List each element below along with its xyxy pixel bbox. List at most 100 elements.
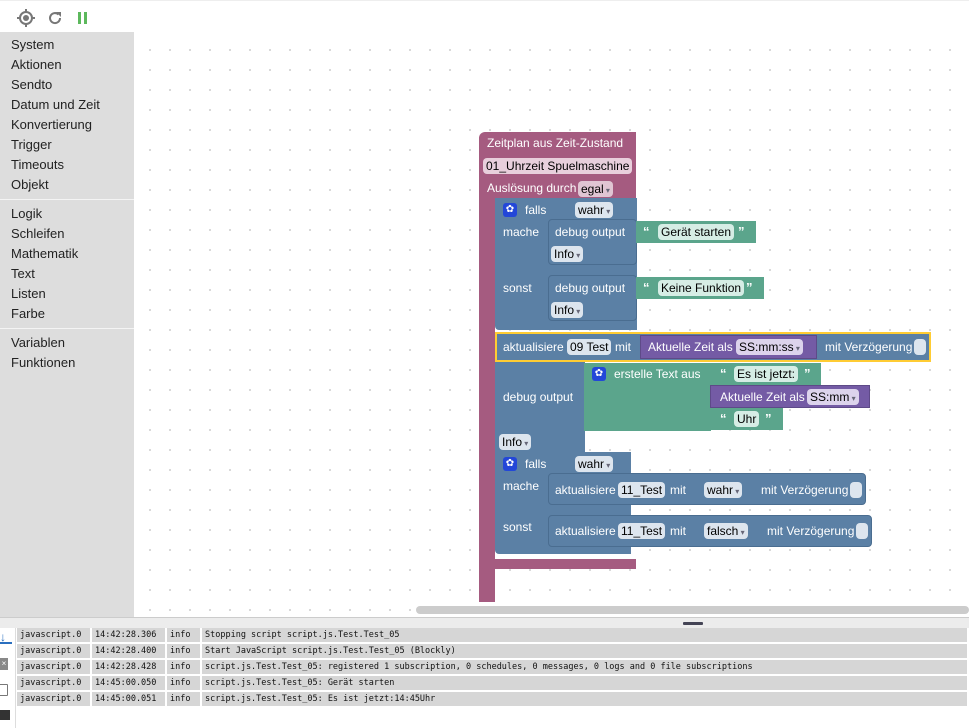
quote-open-icon: “ [643,224,650,239]
current-time-label: Aktuelle Zeit als [720,390,805,404]
gear-icon[interactable]: ✿ [503,203,517,217]
value-dropdown[interactable]: falsch [704,523,748,539]
quote-open-icon: “ [643,280,650,295]
log-row: javascript.0 14:45:00.050 info script.js… [17,676,969,690]
time-format-dropdown[interactable]: SS:mm:ss [736,339,803,355]
debug-output-label: debug output [555,225,626,239]
delay-checkbox[interactable] [914,339,926,355]
splitter-grip-icon[interactable] [683,622,703,625]
log-toolbar: ↓ × [0,628,16,728]
toolbox-category-trigger[interactable]: Trigger [11,137,52,152]
blockly-workspace[interactable]: Zeitplan aus Zeit-Zustand 01_Uhrzeit Spu… [134,32,969,617]
object-field[interactable]: 09 Test [567,339,612,355]
gear-icon[interactable]: ✿ [592,367,606,381]
quote-close-icon: ” [746,280,753,295]
toolbox-separator [0,328,134,329]
do-label: mache [503,225,540,239]
quote-open-icon: “ [720,366,727,381]
toolbox-category-schleifen[interactable]: Schleifen [11,226,65,241]
log-message: script.js.Test.Test_05: registered 1 sub… [202,660,969,674]
schedule-object-field[interactable]: 01_Uhrzeit Spuelmaschine [483,158,633,174]
log-level: info [167,660,202,674]
text-field[interactable]: Es ist jetzt: [734,366,799,382]
pause-icon[interactable] [73,8,93,28]
value-dropdown[interactable]: wahr [704,482,743,498]
refresh-icon[interactable] [45,8,65,28]
delay-checkbox[interactable] [856,523,868,539]
log-time: 14:42:28.400 [92,644,167,658]
update-label: aktualisiere [555,483,616,497]
trigger-label: Auslösung durch [487,181,577,195]
toolbox-category-timeouts[interactable]: Timeouts [11,157,64,172]
debug-level-dropdown[interactable]: Info [499,434,532,450]
log-message: Start JavaScript script.js.Test.Test_05 … [202,644,969,658]
log-message: Stopping script script.js.Test.Test_05 [202,628,969,642]
gear-icon[interactable]: ✿ [503,457,517,471]
debug-level-dropdown[interactable]: Info [551,246,584,262]
quote-close-icon: ” [765,411,772,426]
text-field[interactable]: Keine Funktion [658,280,745,296]
panel-splitter[interactable] [0,617,969,628]
workspace-horizontal-scrollbar[interactable] [416,606,969,614]
toolbox-category-variablen[interactable]: Variablen [11,335,65,350]
update-label: aktualisiere [503,340,564,354]
trigger-dropdown[interactable]: egal [578,181,613,197]
toolbar [0,0,969,32]
log-level: info [167,676,202,690]
log-source: javascript.0 [17,676,92,690]
log-panel: ↓ × javascript.0 14:42:28.306 info Stopp… [0,628,969,728]
log-time: 14:42:28.428 [92,660,167,674]
copy-icon[interactable] [0,684,8,696]
join-label: erstelle Text aus [614,367,701,381]
toolbox-category-system[interactable]: System [11,37,55,52]
toolbox-category-listen[interactable]: Listen [11,286,46,301]
toolbox-category-datum-und-zeit[interactable]: Datum und Zeit [11,97,100,112]
blockly-toolbox: System Aktionen Sendto Datum und Zeit Ko… [0,32,134,617]
scroll-down-icon[interactable]: ↓ [0,630,12,644]
toolbox-separator [0,199,134,200]
toolbox-category-mathematik[interactable]: Mathematik [11,246,79,261]
toolbox-category-sendto[interactable]: Sendto [11,77,53,92]
log-row: javascript.0 14:42:28.400 info Start Jav… [17,644,969,658]
delay-label: mit Verzögerung [825,340,913,354]
toolbox-category-text[interactable]: Text [11,266,35,281]
delay-label: mit Verzögerung [767,524,855,538]
text-field[interactable]: Gerät starten [658,224,735,240]
delay-checkbox[interactable] [850,482,862,498]
time-format-dropdown[interactable]: SS:mm [807,389,859,405]
toolbox-category-farbe[interactable]: Farbe [11,306,45,321]
if-label: falls [525,203,547,217]
toolbox-category-aktionen[interactable]: Aktionen [11,57,62,72]
toolbox-category-konvertierung[interactable]: Konvertierung [11,117,92,132]
update-label: aktualisiere [555,524,616,538]
if-label: falls [525,457,547,471]
clear-log-icon[interactable]: × [0,658,8,670]
text-field[interactable]: Uhr [734,411,760,427]
with-label: mit [670,524,686,538]
do-label: mache [503,479,540,493]
toolbox-category-objekt[interactable]: Objekt [11,177,49,192]
log-level: info [167,644,202,658]
current-time-label: Aktuelle Zeit als [648,340,733,354]
log-source: javascript.0 [17,644,92,658]
condition-dropdown[interactable]: wahr [575,202,614,218]
target-icon[interactable] [16,8,36,28]
debug-level-dropdown[interactable]: Info [551,302,584,318]
log-row: javascript.0 14:42:28.428 info script.js… [17,660,969,674]
log-row: javascript.0 14:42:28.306 info Stopping … [17,628,969,642]
object-field[interactable]: 11_Test [618,523,666,539]
log-message: script.js.Test.Test_05: Es ist jetzt:14:… [202,692,969,706]
toolbox-category-funktionen[interactable]: Funktionen [11,355,76,370]
log-level: info [167,692,202,706]
schedule-title: Zeitplan aus Zeit-Zustand [487,136,624,150]
debug-output-label: debug output [503,390,574,404]
debug-output-label: debug output [555,281,626,295]
with-label: mit [615,340,631,354]
list-icon[interactable] [0,710,10,720]
log-message: script.js.Test.Test_05: Gerät starten [202,676,969,690]
delay-label: mit Verzögerung [761,483,849,497]
object-field[interactable]: 11_Test [618,482,666,498]
condition-dropdown[interactable]: wahr [575,456,614,472]
quote-open-icon: “ [720,411,727,426]
toolbox-category-logik[interactable]: Logik [11,206,43,221]
